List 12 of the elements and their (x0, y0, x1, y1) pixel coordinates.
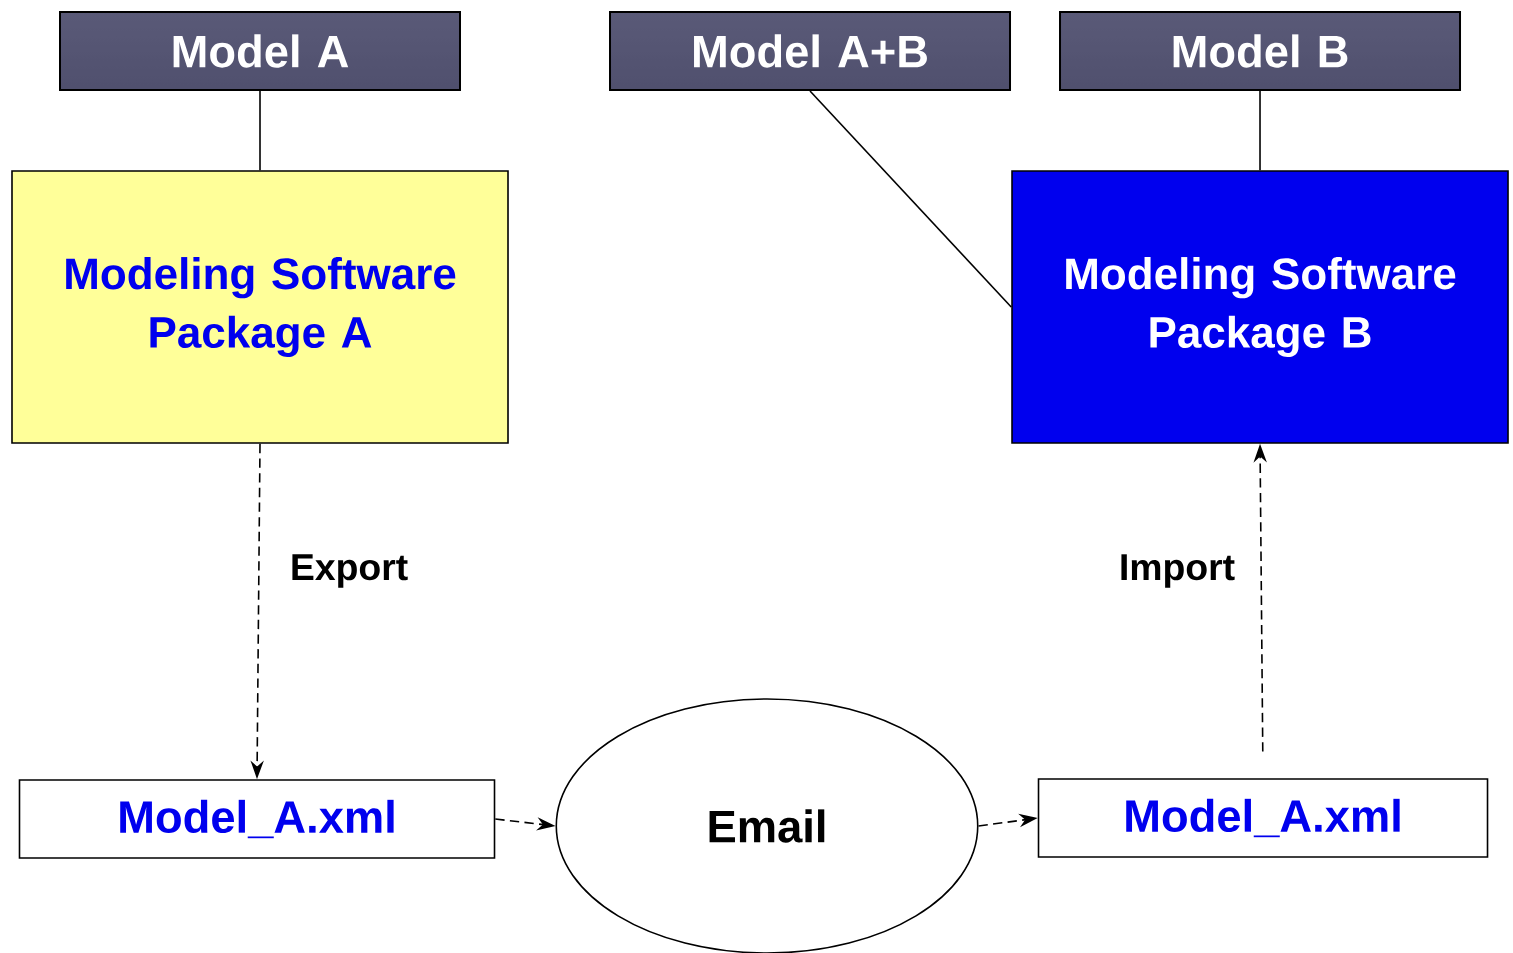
edge-label: Import (1121, 554, 1235, 588)
software-box: Modeling Software Package B (1011, 170, 1509, 444)
header-box: Model B (1059, 11, 1461, 91)
connector-line (809, 90, 1012, 308)
software-box: Modeling Software Package A (11, 170, 509, 444)
header-box: Model A+B (609, 11, 1011, 91)
header-box: Model A (59, 11, 461, 91)
file-box: Model_A.xml (18, 779, 496, 859)
file-box: Model_A.xml (1037, 778, 1489, 858)
edge-label: Export (292, 554, 408, 588)
connector-line (1259, 90, 1261, 171)
connector-line (259, 90, 261, 171)
